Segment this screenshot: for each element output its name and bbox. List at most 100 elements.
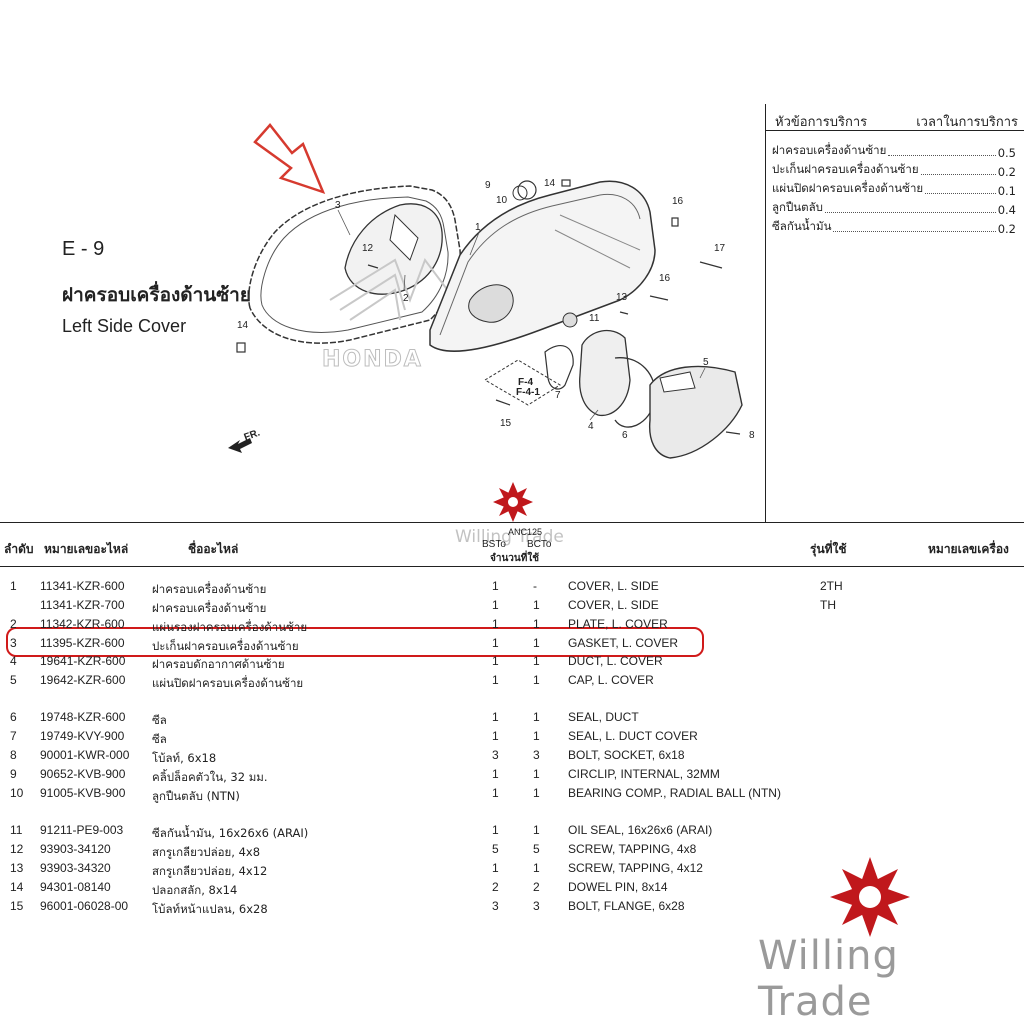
- honda-mark-text: HONDA: [322, 347, 423, 372]
- service-name: แผ่นปิดฝาครอบเครื่องด้านซ้าย: [772, 181, 924, 195]
- row-number: 2: [10, 617, 17, 631]
- part-name-thai-text: สกรูเกลียวปล่อย, 4x12: [152, 864, 268, 878]
- callout-label: 13: [616, 292, 628, 303]
- part-name-english: CAP, L. COVER: [568, 673, 654, 687]
- section-title-english: Left Side Cover: [62, 316, 187, 336]
- highlight-gasket-row: [6, 627, 704, 657]
- part-number: 19749-KVY-900: [40, 729, 125, 743]
- service-time: 0.4: [997, 203, 1016, 217]
- service-time: 0.2: [997, 222, 1016, 236]
- part-number: 91005-KVB-900: [40, 786, 126, 800]
- qty-bst: 1: [492, 598, 499, 612]
- qty-bct: 1: [533, 598, 540, 612]
- part-name-english: COVER, L. SIDE: [568, 598, 659, 612]
- qty-bst: 1: [492, 710, 499, 724]
- row-number: 6: [10, 710, 17, 724]
- part-name-thai-text: แผ่นรองฝาครอบเครื่องด้านซ้าย: [152, 620, 308, 634]
- callout-label: 2: [403, 293, 409, 304]
- gasket-outline: [248, 185, 461, 344]
- qty-bst: 1: [492, 823, 499, 837]
- callout-label: 4: [588, 421, 594, 432]
- header-qty: จำนวนที่ใช้: [490, 553, 540, 564]
- part-name-thai-text: โบ้ลท์หน้าแปลน, 6x28: [152, 902, 268, 916]
- callout-label: 7: [555, 390, 561, 401]
- section-code: E - 9: [62, 238, 105, 260]
- part-name-thai-text: ซีลกันน้ำมัน, 16x26x6 (ARAI): [152, 826, 309, 840]
- part-number: 93903-34320: [40, 861, 111, 875]
- part-number: 91211-PE9-003: [40, 823, 124, 837]
- qty-bct: 1: [533, 654, 540, 668]
- row-number: 1: [10, 579, 17, 593]
- callout-label: 3: [335, 200, 341, 211]
- header-part-no: หมายเลขอะไหล่: [44, 542, 129, 556]
- part-number: 19641-KZR-600: [40, 654, 126, 668]
- table-top-rule: [0, 522, 1024, 523]
- qty-bct: 5: [533, 842, 540, 856]
- header-engine-no: หมายเลขเครื่อง: [928, 542, 1009, 556]
- part-name-thai-text: สกรูเกลียวปล่อย, 4x8: [152, 845, 261, 859]
- callout-label: 11: [589, 313, 600, 324]
- service-row: ปะเก็นฝาครอบเครื่องด้านซ้าย 0.2: [772, 160, 1016, 179]
- callout-label: 16: [672, 196, 684, 207]
- row-number: 4: [10, 654, 17, 668]
- service-panel-divider: [765, 104, 766, 522]
- part-name-english: BEARING COMP., RADIAL BALL (NTN): [568, 786, 781, 800]
- service-name: ลูกปืนตลับ: [772, 200, 823, 214]
- qty-bst: 1: [492, 861, 499, 875]
- table-header-rule: [0, 566, 1024, 567]
- part-name-thai-text: ฝาครอบเครื่องด้านซ้าย: [152, 601, 267, 615]
- service-row: ซีลกันน้ำมัน 0.2: [772, 217, 1016, 236]
- part-number: 11342-KZR-600: [40, 617, 125, 631]
- qty-bct: 1: [533, 823, 540, 837]
- part-name-english: OIL SEAL, 16x26x6 (ARAI): [568, 823, 713, 837]
- part-name-thai-text: ลูกปืนตลับ (NTN): [152, 789, 240, 803]
- part-number: 19642-KZR-600: [40, 673, 126, 687]
- service-time-header: เวลาในการบริการ: [916, 115, 1018, 130]
- row-number: 9: [10, 767, 17, 781]
- row-number: 11: [10, 823, 23, 837]
- service-name: ฝาครอบเครื่องด้านซ้าย: [772, 143, 887, 157]
- row-number: 3: [10, 636, 17, 650]
- qty-bst: 1: [492, 673, 499, 687]
- qty-bst: 1: [492, 786, 499, 800]
- callout-label: 14: [544, 178, 556, 189]
- header-model: รุ่นที่ใช้: [810, 542, 847, 556]
- callout-label: 10: [496, 195, 508, 206]
- part-name-english: SCREW, TAPPING, 4x8: [568, 842, 697, 856]
- part-number: 90652-KVB-900: [40, 767, 126, 781]
- qty-bst: 1: [492, 617, 499, 631]
- pointer-arrow: [253, 123, 326, 195]
- qty-bct: 3: [533, 748, 540, 762]
- qty-bst: 1: [492, 729, 499, 743]
- model-code: 2TH: [820, 579, 843, 593]
- qty-bst: 1: [492, 636, 499, 650]
- part-number: 11341-KZR-700: [40, 598, 125, 612]
- callout-label: 8: [749, 430, 755, 441]
- part-name-thai-text: ฝาครอบเครื่องด้านซ้าย: [152, 582, 267, 596]
- part-name-english: CIRCLIP, INTERNAL, 32MM: [568, 767, 720, 781]
- service-time: 0.2: [997, 165, 1016, 179]
- callout-label: 12: [362, 243, 374, 254]
- willing-trade-logo: [830, 857, 910, 937]
- part-number: 11341-KZR-600: [40, 579, 125, 593]
- callout-label: 6: [622, 430, 628, 441]
- callout-label: 17: [714, 243, 726, 254]
- callout-label: 1: [475, 222, 481, 233]
- qty-bst: 3: [492, 899, 499, 913]
- part-name-english: GASKET, L. COVER: [568, 636, 679, 650]
- header-no: ลำดับ: [4, 542, 34, 556]
- part-name-english: SCREW, TAPPING, 4x12: [568, 861, 703, 875]
- qty-bct: 1: [533, 767, 540, 781]
- qty-bct: 1: [533, 861, 540, 875]
- row-number: 7: [10, 729, 17, 743]
